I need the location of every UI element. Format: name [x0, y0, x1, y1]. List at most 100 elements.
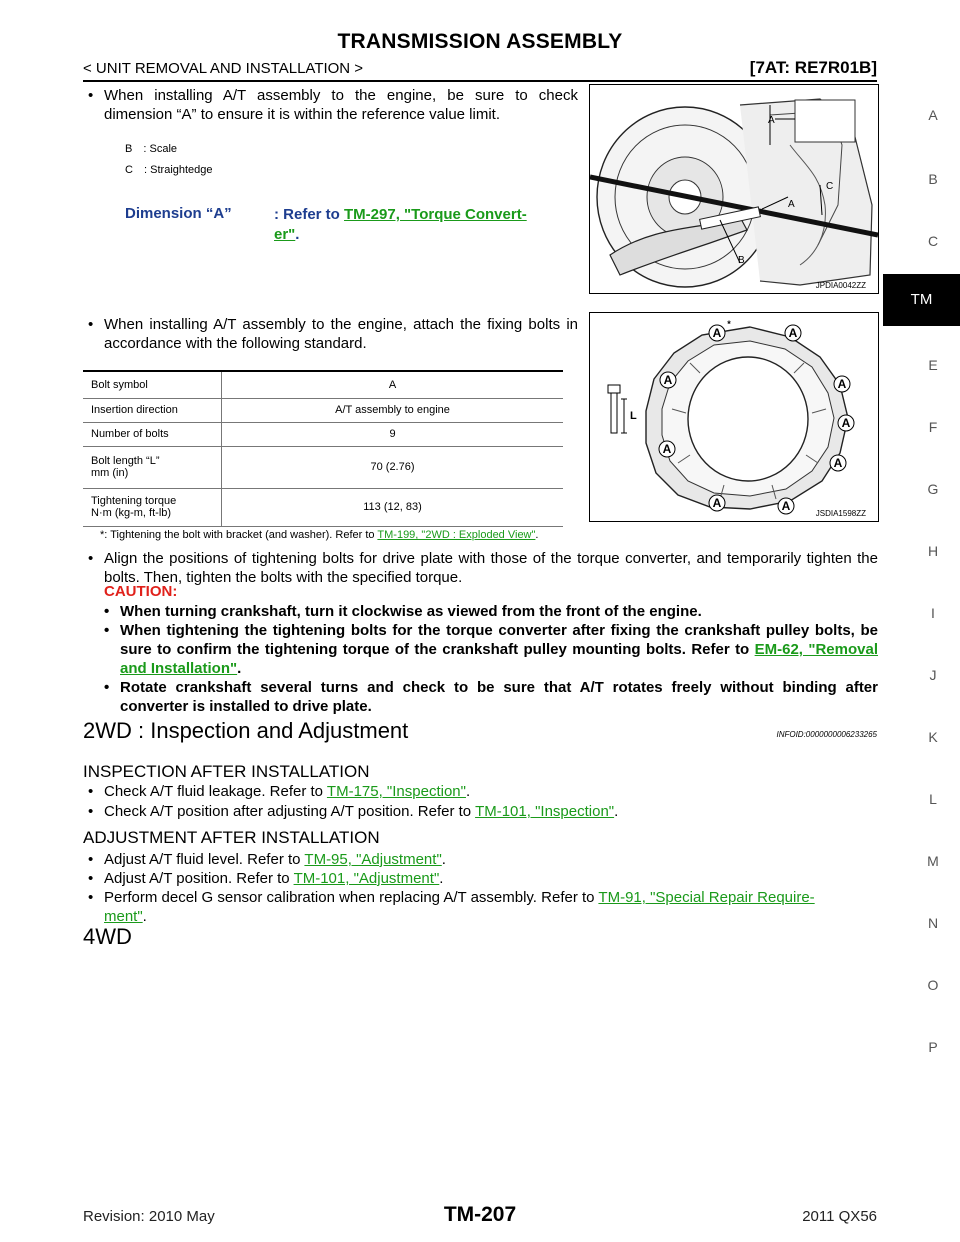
list-item: • Adjust A/T fluid level. Refer to TM-95… — [88, 851, 446, 868]
list-item: • Check A/T position after adjusting A/T… — [88, 803, 619, 820]
side-index-b[interactable]: B — [928, 171, 938, 187]
link-tm-91[interactable]: TM-91, "Special Repair Require- — [598, 889, 815, 906]
table-row: Bolt symbol A — [83, 372, 563, 399]
link-tm-101-inspection[interactable]: TM-101, "Inspection" — [475, 803, 615, 820]
bolt-a-7: A — [834, 456, 843, 470]
row-label: Bolt symbol — [83, 372, 222, 399]
caution-label: CAUTION: — [104, 583, 178, 600]
model-code: [7AT: RE7R01B] — [749, 58, 877, 77]
dimension-label: Dimension “A” — [125, 205, 232, 222]
bolt-a-8: A — [713, 496, 722, 510]
row-label: Number of bolts — [83, 422, 222, 447]
list-item: • Adjust A/T position. Refer to TM-101, … — [88, 870, 444, 887]
side-index-c[interactable]: C — [927, 233, 939, 249]
bolt-length-label: L — [630, 410, 637, 422]
side-index-tm-active[interactable]: TM — [883, 274, 960, 326]
section-breadcrumb: < UNIT REMOVAL AND INSTALLATION > — [83, 60, 364, 77]
callout-a-mid: A — [788, 199, 795, 210]
side-index-f[interactable]: F — [928, 419, 938, 435]
list-item: • Check A/T fluid leakage. Refer to TM-1… — [88, 783, 471, 800]
bullet-mark: • — [104, 679, 110, 696]
bolt-spec-table: Bolt symbol A Insertion direction A/T as… — [83, 370, 563, 527]
bullet-mark: • — [88, 87, 94, 104]
callout-a-top: A — [768, 115, 775, 126]
figure-dimension-check: A A B C JPDIA0042ZZ — [589, 84, 879, 294]
caution-item: • When turning crankshaft, turn it clock… — [104, 603, 702, 620]
row-value: A/T assembly to engine — [221, 398, 563, 423]
subheading-adjustment: ADJUSTMENT AFTER INSTALLATION — [83, 828, 380, 847]
row-value: 9 — [221, 422, 563, 447]
bullet-mark: • — [88, 783, 94, 800]
row-value: 113 (12, 83) — [221, 488, 563, 527]
side-index-l[interactable]: L — [929, 791, 937, 807]
bolt-position-drawing: L A * A A A A A A A A — [590, 313, 878, 521]
step-text: Align the positions of tightening bolts … — [104, 550, 878, 586]
legend-straightedge: C : Straightedge — [125, 164, 213, 176]
bullet-mark: • — [88, 550, 94, 567]
section-heading-4wd: 4WD — [83, 924, 132, 949]
bolt-a-2: A — [789, 326, 798, 340]
table-row: Number of bolts 9 — [83, 422, 563, 447]
side-index-g[interactable]: G — [927, 481, 939, 497]
info-id: INFOID:0000000006233265 — [776, 730, 877, 739]
page-number: TM-207 — [443, 1203, 517, 1226]
row-value: 70 (2.76) — [221, 446, 563, 489]
row-label: Insertion direction — [83, 398, 222, 423]
caution-item: • Rotate crankshaft several turns and ch… — [104, 679, 878, 715]
step-text: When installing A/T assembly to the engi… — [104, 87, 578, 123]
bolt-a-9: A — [782, 499, 791, 513]
step-text: When installing A/T assembly to the engi… — [104, 316, 578, 352]
side-index-j[interactable]: J — [929, 667, 937, 683]
link-tm-199[interactable]: TM-199, "2WD : Exploded View" — [377, 529, 536, 541]
link-tm-101-adjustment[interactable]: TM-101, "Adjustment" — [293, 870, 440, 887]
bolt-a-6: A — [663, 442, 672, 456]
bolt-star: * — [727, 319, 731, 329]
bolt-a-4: A — [838, 377, 847, 391]
revision-date: Revision: 2010 May — [83, 1208, 215, 1225]
table-row: Insertion direction A/T assembly to engi… — [83, 398, 563, 423]
caution-item: • When tightening the tightening bolts f… — [104, 622, 878, 677]
bullet-mark: • — [104, 603, 110, 620]
dimension-reference: : Refer to TM-297, "Torque Convert- er". — [274, 206, 527, 243]
table-footnote: *: Tightening the bolt with bracket (and… — [100, 529, 539, 541]
transmission-dimension-drawing: A A B C — [589, 85, 879, 293]
callout-b: B — [738, 255, 745, 266]
side-index-n[interactable]: N — [927, 915, 939, 931]
row-value: A — [221, 372, 563, 399]
bolt-a-5: A — [842, 416, 851, 430]
bullet-mark: • — [88, 870, 94, 887]
row-label: Bolt length “L”mm (in) — [83, 446, 222, 489]
header-rule — [83, 80, 877, 82]
figure-bolt-positions: L A * A A A A A A A A JSDIA1598ZZ — [589, 312, 879, 522]
link-tm-175[interactable]: TM-175, "Inspection" — [326, 783, 466, 800]
callout-c: C — [826, 181, 833, 192]
link-tm-297-cont[interactable]: er" — [274, 226, 296, 243]
bullet-mark: • — [88, 889, 94, 906]
side-index-o[interactable]: O — [927, 977, 939, 993]
side-index-m[interactable]: M — [927, 853, 939, 869]
side-index-p[interactable]: P — [928, 1039, 938, 1055]
side-index-h[interactable]: H — [927, 543, 939, 559]
step-attach-bolts: • When installing A/T assembly to the en… — [88, 315, 578, 355]
side-index-i[interactable]: I — [931, 605, 935, 621]
bullet-mark: • — [88, 803, 94, 820]
legend-scale: B : Scale — [125, 143, 178, 155]
side-index-k[interactable]: K — [928, 729, 938, 745]
figure-code: JSDIA1598ZZ — [815, 509, 866, 518]
figure-code: JPDIA0042ZZ — [815, 281, 866, 290]
step-check-dimension: • When installing A/T assembly to the en… — [88, 86, 578, 126]
link-tm-297[interactable]: TM-297, "Torque Convert- — [344, 206, 527, 223]
page-title: TRANSMISSION ASSEMBLY — [337, 30, 623, 53]
bullet-mark: • — [104, 622, 110, 639]
bullet-mark: • — [88, 316, 94, 333]
link-tm-91-cont[interactable]: ment" — [104, 908, 143, 925]
side-index-a[interactable]: A — [928, 107, 938, 123]
side-index-e[interactable]: E — [928, 357, 938, 373]
model-year: 2011 QX56 — [802, 1208, 877, 1225]
list-item: • Perform decel G sensor calibration whe… — [88, 889, 815, 925]
link-tm-95[interactable]: TM-95, "Adjustment" — [304, 851, 442, 868]
link-em-62[interactable]: EM-62, "Removal and Installation" — [120, 641, 878, 677]
bolt-a-1: A — [713, 326, 722, 340]
